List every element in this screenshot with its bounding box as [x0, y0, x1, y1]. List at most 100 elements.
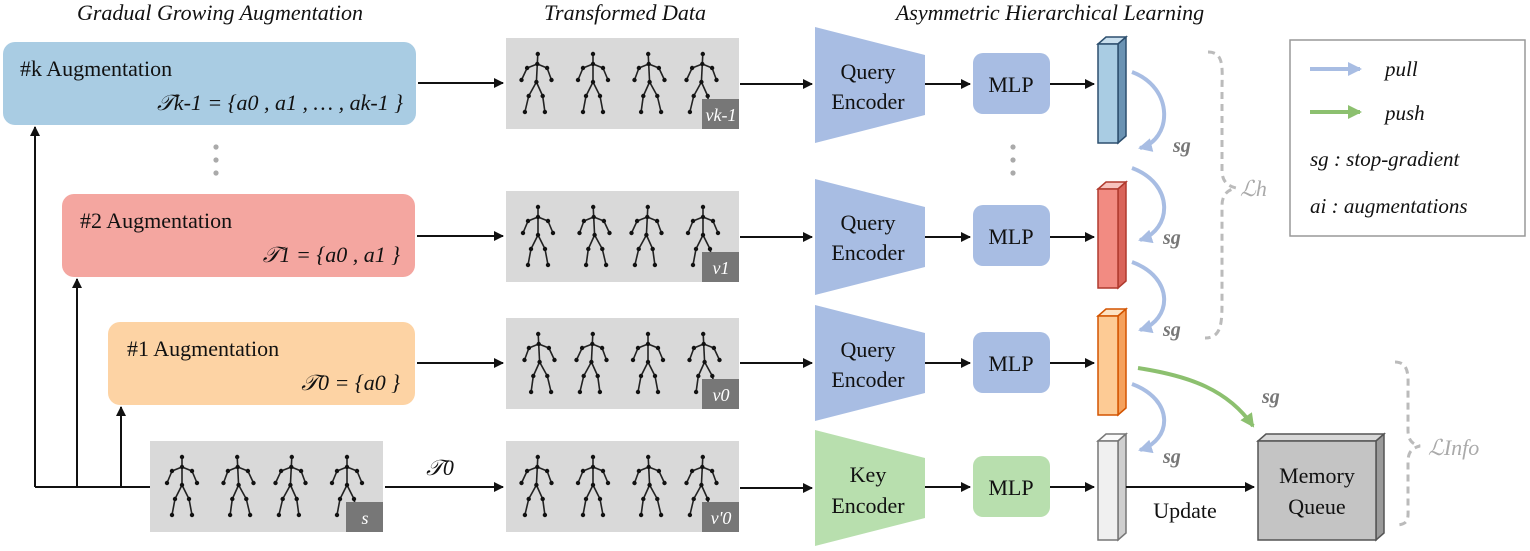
- data-to-encoder-arrows: [740, 79, 813, 493]
- skeleton-figure: [684, 51, 719, 115]
- sg-label: sg: [1172, 135, 1191, 157]
- view-badge: [702, 379, 739, 409]
- view-badge: [702, 252, 739, 282]
- mlp-label: MLP: [988, 72, 1033, 97]
- feature-vector-1: [1096, 307, 1128, 417]
- header-transformed-data: Transformed Data: [544, 0, 706, 25]
- mlp-block-1: [973, 332, 1050, 393]
- legend-pull-label: pull: [1383, 57, 1418, 81]
- update-label: Update: [1153, 498, 1217, 523]
- data-panel-v1: v1: [506, 191, 739, 282]
- skeleton-figure: [519, 51, 554, 115]
- skeleton-figure: [519, 454, 554, 518]
- augmentation-box-k: [3, 42, 416, 125]
- info-loss-label: ℒInfo: [1428, 435, 1479, 460]
- header-hierarchical-learning: Asymmetric Hierarchical Learning: [894, 0, 1204, 25]
- legend-a-desc: : augmentations: [1326, 194, 1467, 218]
- query-encoder-label-2: Encoder: [831, 89, 905, 114]
- legend-push-label: push: [1383, 101, 1425, 125]
- query-encoder-label-2: Encoder: [831, 367, 905, 392]
- data-panel-v0: v0: [506, 318, 739, 409]
- view-badge: [346, 502, 383, 532]
- legend-a-key: ai: [1310, 194, 1327, 218]
- augmentation-box-1: [108, 322, 415, 405]
- legend-sg-key: sg: [1310, 147, 1329, 171]
- mlp-label: MLP: [988, 475, 1033, 500]
- skeleton-figure: [632, 454, 667, 518]
- view-badge-label: vk-1: [706, 105, 737, 125]
- query-encoder-1: [815, 305, 925, 421]
- query-encoder-label-2: Encoder: [831, 240, 905, 265]
- skeleton-figure: [632, 51, 667, 115]
- augmentation-title-1: #1 Augmentation: [127, 336, 279, 361]
- push-arrow: [1137, 366, 1255, 428]
- skeleton-figure: [629, 204, 664, 268]
- info-loss-brace: [1394, 360, 1421, 527]
- augmentation-formula-2: 𝒯1 = {a0 , a1 }: [263, 242, 400, 267]
- skeleton-figure: [520, 204, 556, 268]
- key-encoder-label-1: Key: [850, 462, 887, 487]
- augmentation-formula-1: 𝒯0 = {a0 }: [301, 370, 400, 395]
- skeleton-figure: [574, 331, 609, 395]
- mlp-block-k: [973, 53, 1050, 114]
- mlp-label: MLP: [988, 351, 1033, 376]
- skeleton-figure: [575, 454, 611, 518]
- query-encoder-label-1: Query: [841, 59, 896, 84]
- mlp-block-2: [973, 205, 1050, 266]
- view-badge-label: v1: [713, 258, 730, 278]
- memory-queue-label-2: Queue: [1288, 494, 1345, 519]
- skeleton-figure: [273, 454, 308, 518]
- view-badge-label: s: [361, 508, 368, 528]
- augmentation-to-data-arrows: [385, 78, 504, 492]
- augmentation-title-k: #k Augmentation: [20, 56, 172, 81]
- sg-label: sg: [1162, 446, 1181, 468]
- sg-label: sg: [1162, 227, 1181, 249]
- query-encoder-k: [815, 27, 925, 143]
- data-panel-vk-1: vk-1: [506, 38, 739, 129]
- view-badge-label: v0: [713, 385, 730, 405]
- data-panel-v0-prime: v'0: [506, 441, 739, 532]
- skeleton-figure: [522, 331, 557, 395]
- view-badge-label: v'0: [711, 508, 732, 528]
- source-branch-arrows: [30, 126, 150, 488]
- skeleton-figure: [687, 331, 722, 395]
- query-encoder-label-1: Query: [841, 210, 896, 235]
- view-badge: [702, 502, 739, 532]
- hierarchical-loss-brace: [1204, 50, 1237, 340]
- feature-vector-k: [1096, 35, 1128, 145]
- hierarchical-loss-label: ℒh: [1240, 176, 1267, 201]
- legend-box: [1289, 39, 1526, 237]
- augmentation-box-2: [62, 194, 415, 277]
- legend-sg-entry: sg : stop-gradient: [1310, 147, 1461, 171]
- ellipsis-dots-left: [213, 144, 219, 176]
- transform-label-t0: 𝒯0: [426, 455, 454, 480]
- feature-vector-2: [1096, 180, 1128, 290]
- skeleton-figure: [575, 51, 611, 115]
- key-encoder: [815, 430, 925, 546]
- mlp-to-feature-arrows: [1050, 79, 1095, 492]
- sg-label: sg: [1162, 319, 1181, 341]
- feature-vector-key: [1096, 432, 1128, 542]
- pull-arrows: [1131, 70, 1167, 454]
- legend-augmentation-entry: ai : augmentations: [1310, 194, 1468, 218]
- skeleton-figure: [221, 454, 256, 518]
- query-encoder-2: [815, 179, 925, 295]
- skeleton-figure: [630, 331, 666, 395]
- encoder-to-mlp-arrows: [925, 79, 971, 492]
- header-augmentation: Gradual Growing Augmentation: [77, 0, 363, 25]
- key-encoder-label-2: Encoder: [831, 493, 905, 518]
- mlp-label: MLP: [988, 224, 1033, 249]
- ellipsis-dots-right: [1010, 144, 1016, 176]
- augmentation-formula-k: 𝒯k-1 = {a0 , a1 , … , ak-1 }: [157, 90, 403, 115]
- source-panel-s: s: [150, 441, 383, 532]
- memory-queue-label-1: Memory: [1279, 463, 1355, 488]
- legend-sg-desc: : stop-gradient: [1329, 147, 1461, 171]
- memory-queue-box: [1256, 432, 1386, 542]
- sg-label: sg: [1261, 386, 1280, 408]
- mlp-block-key: [973, 456, 1050, 517]
- query-encoder-label-1: Query: [841, 337, 896, 362]
- view-badge: [702, 99, 739, 129]
- skeleton-figure: [164, 454, 200, 518]
